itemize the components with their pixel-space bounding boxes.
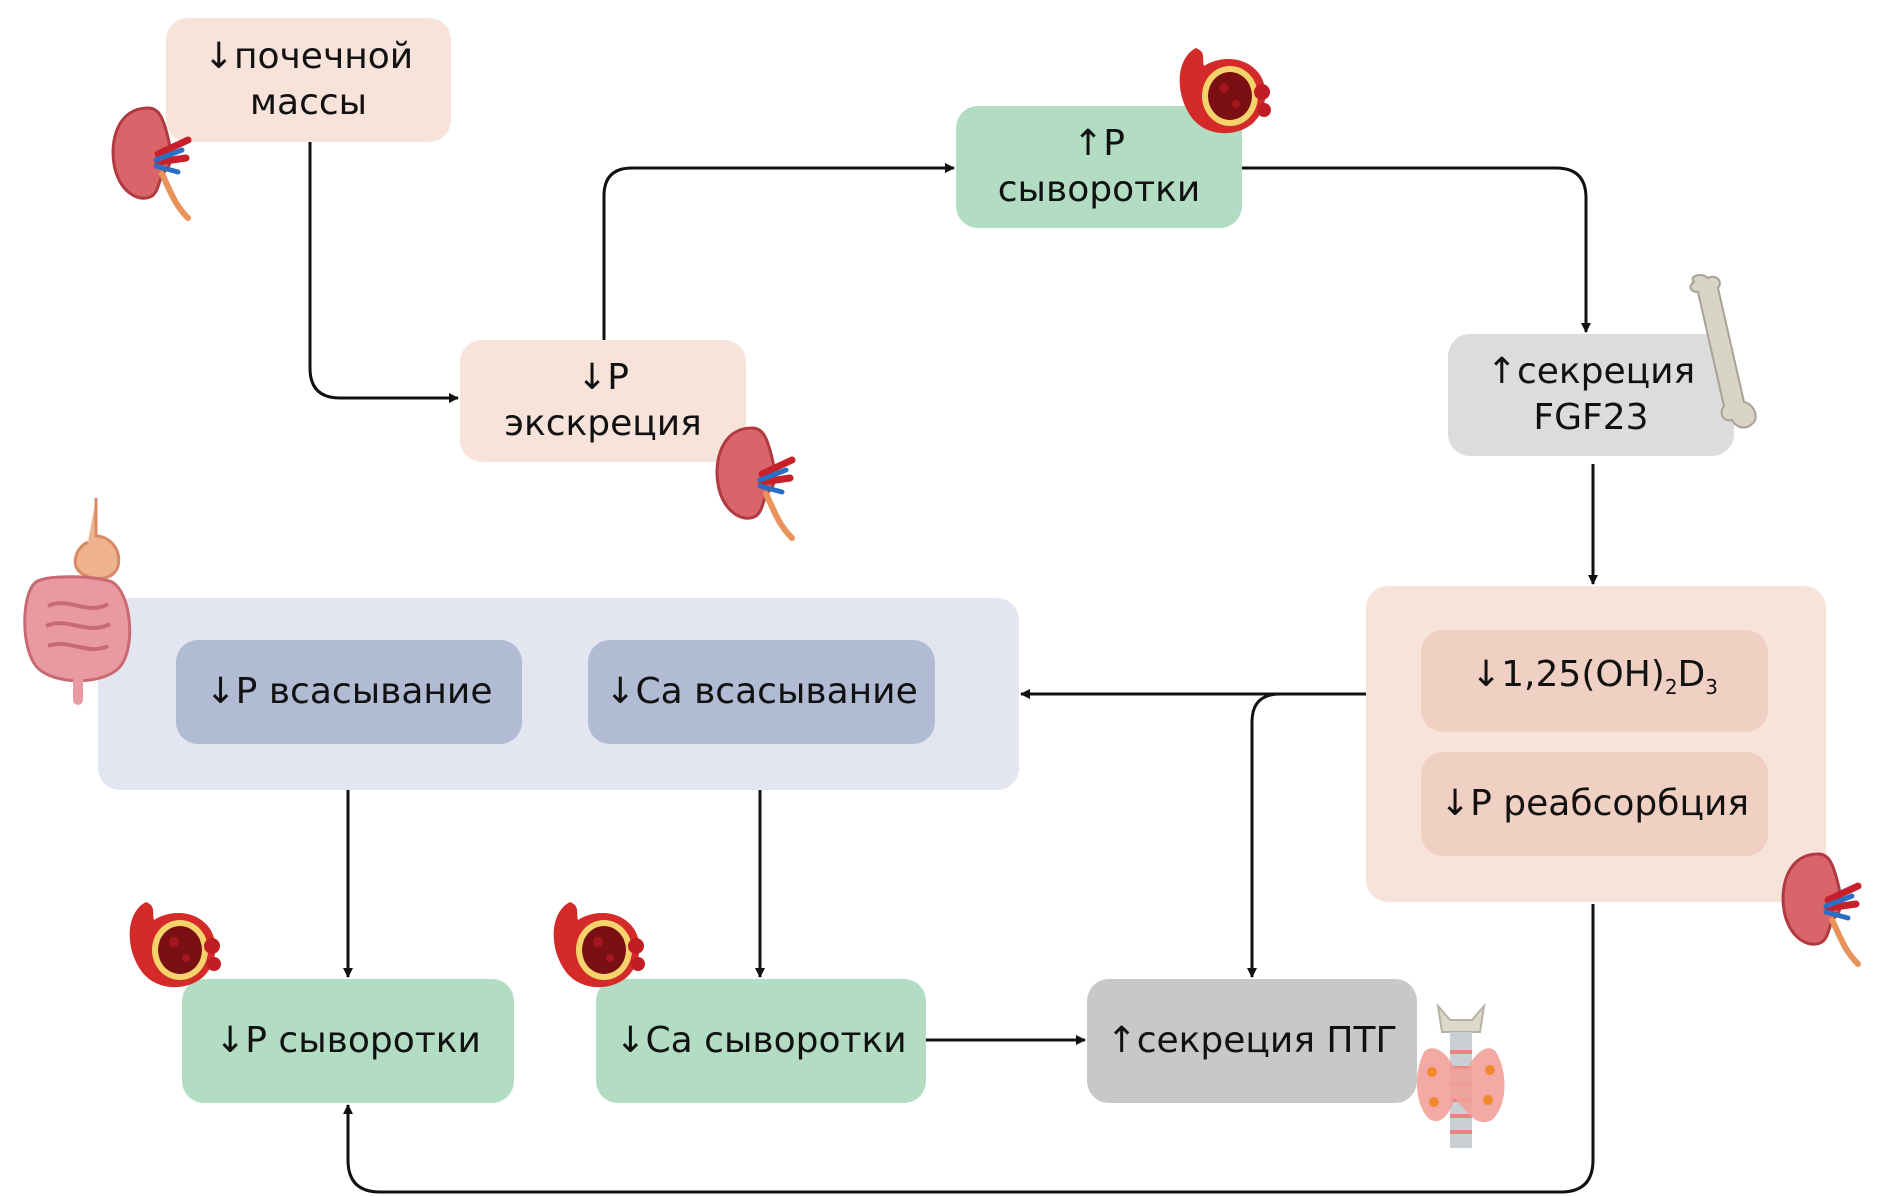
down-arrow-icon: ↓ (605, 671, 636, 712)
node-calcitriol: ↓1,25(OH)2D3 (1421, 630, 1768, 732)
bone-icon (1689, 274, 1757, 429)
up-arrow-icon: ↑ (1073, 123, 1104, 164)
down-arrow-icon: ↓ (1439, 783, 1471, 824)
kidney-icon (111, 106, 192, 221)
node-p-absorption: ↓P всасывание (176, 640, 522, 744)
intestine-icon (23, 498, 132, 705)
down-arrow-icon: ↓ (205, 671, 236, 712)
blood-vessel-icon (1179, 48, 1271, 134)
up-arrow-icon: ↑ (1106, 1020, 1137, 1061)
node-p-reabsorption: ↓P реабсорбция (1421, 752, 1768, 856)
kidney-icon (715, 426, 796, 541)
node-p-excretion: ↓P экскреция (460, 340, 746, 462)
blood-vessel-icon (553, 902, 645, 988)
node-ca-serum-decrease: ↓Ca сыворотки (596, 979, 926, 1103)
down-arrow-icon: ↓ (215, 1020, 246, 1061)
arrow-renal-mass-to-excretion (308, 142, 459, 403)
arrow-serum-to-fgf23 (1242, 166, 1591, 333)
down-arrow-icon: ↓ (577, 357, 608, 398)
node-ca-absorption: ↓Ca всасывание (588, 640, 935, 744)
arrow-kidney-to-p-serum (343, 904, 1595, 1194)
node-fgf23-secretion: ↑секреция FGF23 (1448, 334, 1734, 456)
arrow-excretion-to-serum (602, 163, 955, 340)
blood-vessel-icon (129, 902, 221, 988)
node-pth-secretion: ↑секреция ПТГ (1087, 979, 1417, 1103)
kidney-icon (1781, 852, 1862, 967)
up-arrow-icon: ↑ (1486, 351, 1517, 392)
arrow-kidney-to-pth (1247, 692, 1366, 978)
node-p-serum-decrease: ↓P сыворотки (182, 979, 514, 1103)
down-arrow-icon: ↓ (203, 36, 234, 77)
down-arrow-icon: ↓ (615, 1020, 646, 1061)
node-p-serum-increase: ↑P сыворотки (956, 106, 1242, 228)
thyroid-icon (1416, 1002, 1505, 1148)
node-renal-mass: ↓почечной массы (166, 18, 451, 142)
down-arrow-icon: ↓ (1470, 654, 1502, 695)
